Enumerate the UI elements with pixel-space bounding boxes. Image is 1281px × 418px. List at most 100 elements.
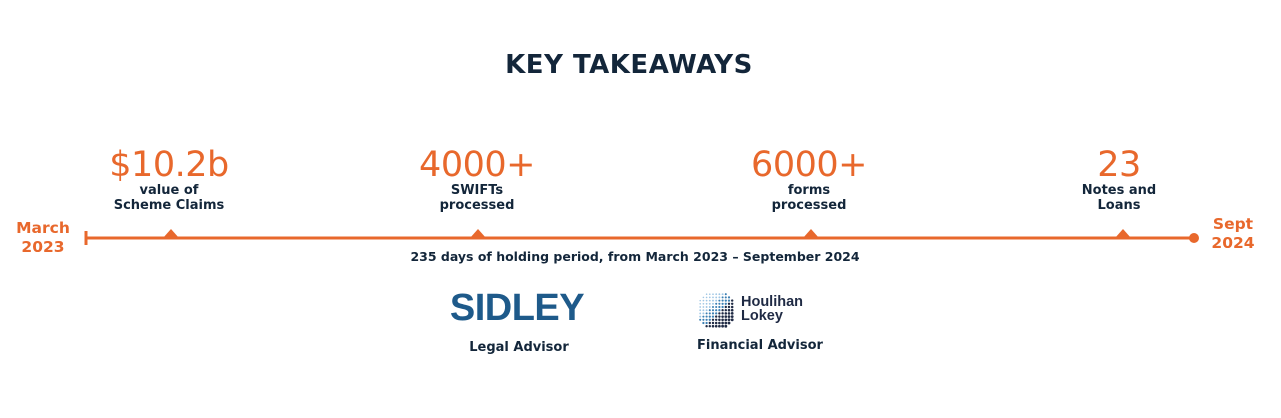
timeline-caption: 235 days of holding period, from March 2…: [410, 249, 860, 264]
globe-dot: [718, 305, 721, 309]
timeline-marker: [1115, 229, 1131, 238]
globe-dot: [730, 308, 734, 312]
globe-dot: [702, 312, 705, 315]
globe-dot: [699, 318, 702, 321]
stat-label: SWIFTs processed: [439, 183, 515, 213]
globe-dot: [724, 312, 728, 315]
sidley-logo: SIDLEY: [449, 287, 585, 329]
stat-notes-loans: 23 Notes and Loans: [1009, 147, 1229, 213]
globe-dot: [708, 312, 711, 315]
globe-dot: [708, 302, 711, 305]
start-month: March: [16, 219, 70, 237]
globe-dot: [724, 299, 727, 302]
globe-dot: [724, 296, 727, 299]
globe-dot: [724, 293, 727, 296]
end-month: Sept: [1212, 215, 1254, 233]
globe-dot: [730, 315, 734, 318]
globe-icon: [699, 293, 734, 328]
globe-dot: [708, 324, 712, 328]
globe-dot: [718, 324, 721, 328]
globe-dot: [721, 318, 724, 322]
globe-dot: [702, 309, 705, 312]
globe-dot: [711, 324, 715, 328]
globe-dot: [699, 309, 702, 312]
globe-dot: [730, 305, 734, 309]
stat-value: 4000+: [419, 145, 535, 185]
globe-dot: [718, 293, 721, 296]
globe-dot: [721, 321, 724, 325]
globe-dot: [708, 318, 711, 321]
globe-dot: [705, 299, 708, 302]
globe-dot: [699, 315, 702, 318]
globe-dot: [708, 321, 711, 325]
houlihan-lokey-wordmark: Houlihan Lokey: [741, 295, 803, 324]
globe-dot: [699, 306, 702, 308]
lokey-text: Lokey: [741, 308, 783, 324]
stat-value: 6000+: [751, 145, 867, 185]
globe-dot: [715, 302, 718, 305]
globe-dot: [712, 293, 714, 296]
globe-dot: [708, 306, 711, 308]
globe-dot: [712, 302, 714, 305]
globe-dot: [705, 302, 708, 305]
globe-dot: [702, 318, 705, 321]
globe-dot: [711, 318, 715, 321]
globe-dot: [705, 309, 708, 312]
globe-dot: [715, 315, 718, 318]
globe-dot: [715, 296, 718, 299]
globe-dot: [702, 306, 705, 308]
globe-dot: [718, 312, 721, 315]
start-year: 2023: [21, 238, 65, 256]
timeline-marker: [163, 229, 179, 238]
globe-dot: [727, 296, 731, 299]
timeline-end-label: Sept 2024: [1205, 215, 1261, 253]
globe-dot: [724, 305, 727, 309]
globe-dot: [712, 299, 714, 302]
page-title: KEY TAKEAWAYS: [505, 50, 753, 80]
globe-dot: [721, 302, 724, 305]
globe-dot: [730, 302, 734, 306]
timeline-marker: [470, 229, 486, 238]
globe-dot: [702, 302, 705, 305]
globe-dot: [730, 318, 734, 322]
globe-dot: [711, 309, 715, 312]
financial-advisor-label: Financial Advisor: [697, 338, 823, 353]
globe-dot: [724, 308, 728, 312]
globe-dot: [699, 312, 702, 315]
stat-label: value of Scheme Claims: [113, 183, 225, 213]
globe-dot: [705, 293, 708, 295]
globe-dot: [727, 312, 731, 315]
stat-scheme-claims: $10.2b value of Scheme Claims: [59, 147, 279, 213]
globe-dot: [712, 296, 714, 299]
stat-forms: 6000+ forms processed: [699, 147, 919, 213]
globe-dot: [705, 325, 708, 328]
globe-dot: [711, 312, 715, 315]
timeline-start-label: March 2023: [10, 219, 76, 257]
stat-swifts: 4000+ SWIFTs processed: [367, 147, 587, 213]
globe-dot: [721, 293, 724, 296]
end-year: 2024: [1211, 234, 1255, 252]
globe-dot: [721, 305, 724, 309]
globe-dot: [727, 321, 731, 325]
globe-dot: [715, 309, 718, 312]
globe-dot: [714, 324, 718, 328]
globe-dot: [718, 321, 721, 325]
legal-advisor-label: Legal Advisor: [469, 340, 569, 355]
globe-dot: [705, 318, 708, 321]
globe-dot: [708, 293, 711, 296]
houlihan-lokey-logo: Houlihan Lokey: [695, 289, 815, 333]
globe-dot: [714, 321, 718, 325]
globe-dot: [727, 299, 731, 302]
globe-dot: [702, 296, 705, 299]
globe-dot: [699, 299, 701, 302]
globe-dot: [727, 318, 731, 322]
globe-dot: [718, 315, 721, 318]
globe-dot: [731, 299, 734, 302]
globe-dot: [721, 312, 724, 315]
globe-dot: [718, 309, 721, 312]
globe-dot: [711, 305, 715, 309]
globe-dot: [721, 296, 724, 299]
globe-dot: [708, 296, 711, 299]
globe-dot: [724, 324, 728, 328]
